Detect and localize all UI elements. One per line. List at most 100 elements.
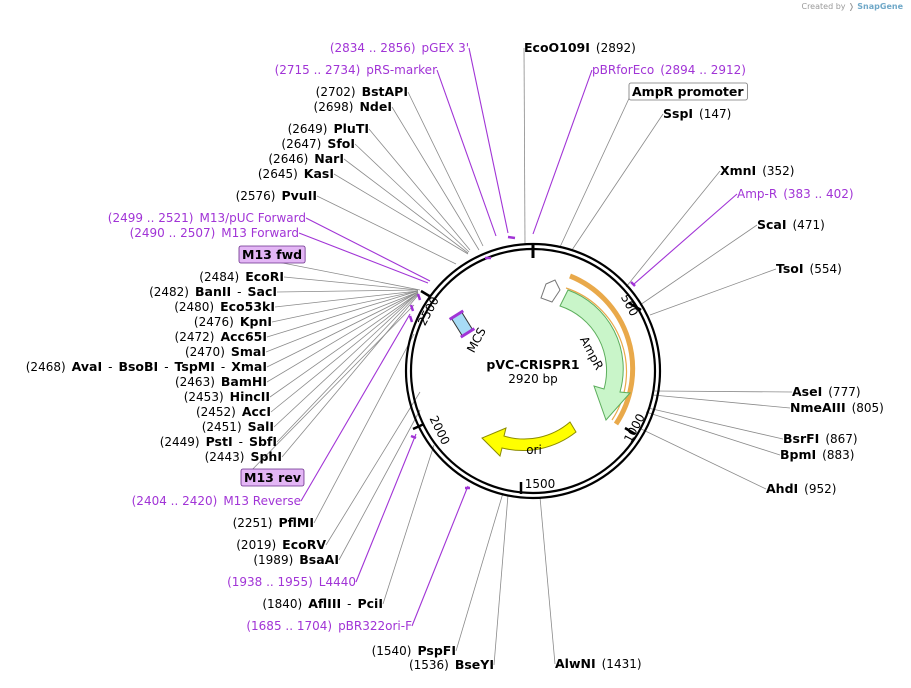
label-banii[interactable]: (2482)BanII-SacI [149,284,277,299]
label-kpni[interactable]: (2476)KpnI [194,314,272,329]
label-pos: (471) [793,218,825,232]
label-tsoi[interactable]: TsoI(554) [776,261,842,276]
label-sfoi[interactable]: (2647)SfoI [281,136,355,151]
label-name: HincII [230,389,270,404]
label-ecori[interactable]: (2484)EcoRI [199,269,284,284]
label-text-ecoo109i: EcoO109I(2892) [524,40,636,55]
mcs-box[interactable] [448,309,476,339]
label-bpmi[interactable]: BpmI(883) [780,447,854,462]
label-name2: PciI [357,596,383,611]
label-text-pbrforeco: pBRforEco(2894 .. 2912) [592,63,746,77]
label-text-scai: ScaI (471) [757,217,825,232]
label-amp-r[interactable]: Amp-R(383 .. 402) [737,187,854,201]
tick-mark-2000 [412,422,425,431]
leader-line-alwni [539,496,556,665]
label-afliii[interactable]: (1840)AflIII-PciI [262,596,383,611]
label-m13-reverse[interactable]: (2404 .. 2420)M13 Reverse [132,494,301,508]
label-ahdi[interactable]: AhdI(952) [766,481,836,496]
label-bsrfi[interactable]: BsrFI(867) [783,431,858,446]
label-m13-forward[interactable]: (2490 .. 2507)M13 Forward [130,226,299,240]
label-name: AvaI [72,359,102,374]
label-name: AseI [792,384,822,399]
leader-line-ampr-promoter [559,91,633,248]
label-acc65i[interactable]: (2472)Acc65I [175,329,267,344]
label-name: AflIII [308,596,341,611]
ori-arrow[interactable] [481,421,577,457]
label-pos: (883) [822,448,854,462]
label-name2: SacI [248,284,278,299]
label-pvuii[interactable]: (2576)PvuII [236,188,317,203]
label-name: EcoO109I [524,40,590,55]
label-sali[interactable]: (2451)SalI [202,419,274,434]
label-smai[interactable]: (2470)SmaI [185,344,266,359]
label-name: AlwNI [555,656,596,671]
label-nari[interactable]: (2646)NarI [268,151,344,166]
plasmid-size: 2920 bp [508,372,558,386]
label-pos: (2472) [175,330,215,344]
label-pspfi[interactable]: (1540)PspFI [372,643,456,658]
primer-mark [408,315,414,323]
leader-line-sspi [571,113,664,251]
label-pos: (2499 .. 2521) [108,211,194,225]
label-bstapi[interactable]: (2702)BstAPI [316,84,408,99]
label-ecorv[interactable]: (2019)EcoRV [236,537,326,552]
label-text-m13-reverse: (2404 .. 2420)M13 Reverse [132,494,301,508]
label-pos: (2251) [233,516,273,530]
label-pflmi[interactable]: (2251)PflMI [233,515,314,530]
label-text-sfoi: (2647)SfoI [281,136,355,151]
label-bamhi[interactable]: (2463)BamHI [175,374,267,389]
label-name: BamHI [221,374,267,389]
label-sep3: - [221,360,225,374]
label-text-pflmi: (2251)PflMI [233,515,314,530]
label-text-nari: (2646)NarI [268,151,344,166]
label-ecoo109i[interactable]: EcoO109I(2892) [524,40,636,55]
label-pos: (1840) [262,597,302,611]
label-prs-marker[interactable]: (2715 .. 2734)pRS-marker [275,63,437,77]
leader-line-m13-rev [243,304,415,479]
label-acci[interactable]: (2452)AccI [196,404,271,419]
label-pos: (2404 .. 2420) [132,494,218,508]
label-avai[interactable]: (2468)AvaI-BsoBI-TspMI-XmaI [26,359,267,374]
label-name: NarI [314,151,344,166]
label-nmeaiii[interactable]: NmeAIII(805) [790,400,884,415]
label-name: M13/pUC Forward [199,211,306,225]
label-text-hincii: (2453)HincII [184,389,270,404]
label-pos: (2647) [281,137,321,151]
label-bseyi[interactable]: (1536)BseYI [409,657,494,672]
label-scai[interactable]: ScaI (471) [757,217,825,232]
label-text-prs-marker: (2715 .. 2734)pRS-marker [275,63,437,77]
label-pos: (1685 .. 1704) [246,619,332,633]
label-pluti[interactable]: (2649)PluTI [288,121,369,136]
label-asei[interactable]: AseI(777) [792,384,861,399]
leader-line-ecori [283,276,419,291]
label-kasi[interactable]: (2645)KasI [258,166,334,181]
label-pbr322ori-f[interactable]: (1685 .. 1704)pBR322ori-F [246,619,412,633]
leader-line-psti [276,293,419,443]
ampr-promoter-arrow[interactable] [540,279,561,303]
label-ampr-promoter[interactable]: AmpR promoter [628,82,748,101]
label-name: ScaI [757,217,787,232]
label-pgex-3[interactable]: (2834 .. 2856)pGEX 3' [330,41,469,55]
leader-line-banii [276,289,419,293]
label-text-sali: (2451)SalI [202,419,274,434]
label-psti[interactable]: (2449)PstI-SbfI [160,434,277,449]
label-m13-fwd[interactable]: M13 fwd [238,245,306,264]
leader-line-acc65i [266,290,419,338]
label-alwni[interactable]: AlwNI(1431) [555,656,642,671]
label-pos: (2019) [236,538,276,552]
label-pbrforeco[interactable]: pBRforEco(2894 .. 2912) [592,63,746,77]
label-text-bseyi: (1536)BseYI [409,657,494,672]
label-bsaai[interactable]: (1989)BsaAI [253,552,339,567]
label-hincii[interactable]: (2453)HincII [184,389,270,404]
ampr-arrow[interactable] [559,289,632,421]
label-sspi[interactable]: SspI(147) [663,106,731,121]
label-sphi[interactable]: (2443)SphI [205,449,282,464]
label-l4440[interactable]: (1938 .. 1955)L4440 [227,575,356,589]
label-eco53ki[interactable]: (2480)Eco53kI [174,299,275,314]
label-m13-puc-forward[interactable]: (2499 .. 2521) M13/pUC Forward [108,211,306,225]
leader-line-ndei [391,106,480,251]
label-m13-rev[interactable]: M13 rev [240,468,305,487]
label-xmni[interactable]: XmnI(352) [720,163,795,178]
label-ndei[interactable]: (2698)NdeI [314,99,392,114]
